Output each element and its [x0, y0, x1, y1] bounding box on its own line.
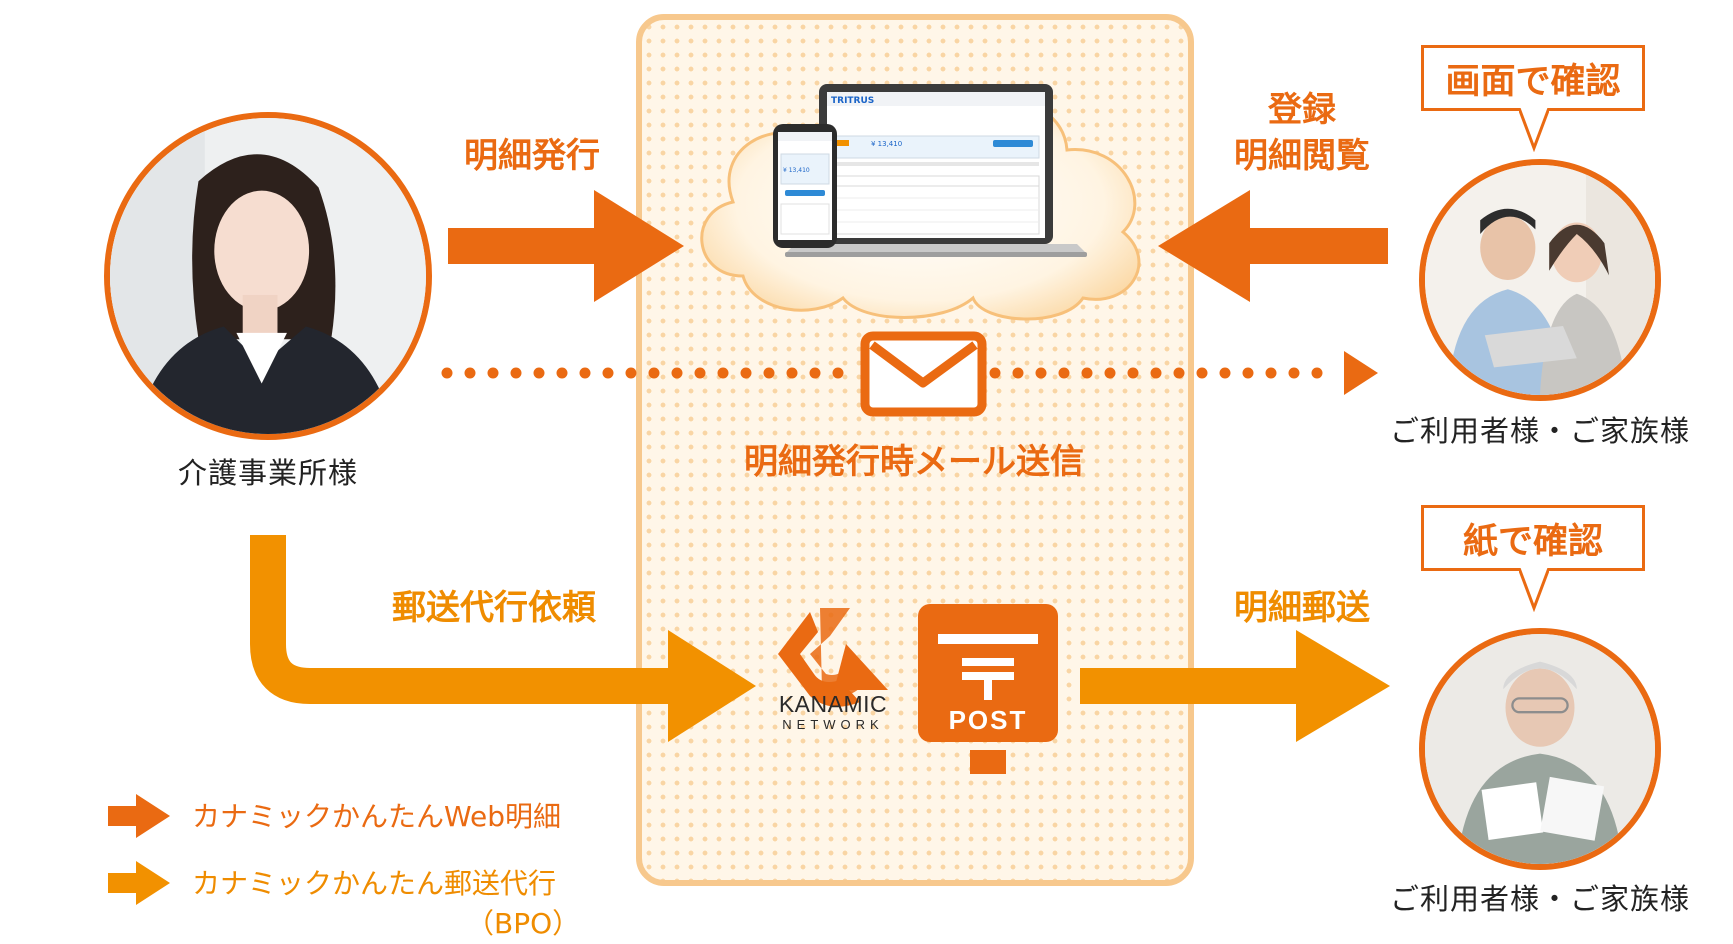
postbox-icon: POST [918, 604, 1058, 774]
mail-dotted-arrow-icon [441, 351, 1378, 395]
mail-label: 明細発行時メール送信 [744, 442, 1084, 482]
view-label: 明細閲覧 [1234, 136, 1370, 176]
app-logo: TRITRUS [831, 96, 874, 106]
user-top-label: ご利用者様・ご家族様 [1389, 414, 1690, 448]
kanamic-logo-icon: KANAMIC NETWORK [778, 608, 888, 732]
app-amount: ¥ 13,410 [871, 140, 902, 148]
kanamic-text: KANAMIC [779, 691, 887, 717]
user-bottom-label: ご利用者様・ご家族様 [1389, 882, 1690, 916]
legend-web-label: カナミックかんたんWeb明細 [192, 800, 562, 833]
phone-amount: ¥ 13,410 [783, 167, 810, 174]
confirm-screen-text: 画面で確認 [1445, 61, 1621, 102]
callout-pointer-icon [1519, 108, 1549, 152]
provider-label: 介護事業所様 [178, 456, 359, 490]
register-arrow-icon [1158, 190, 1388, 302]
legend-web-arrow-icon [108, 794, 170, 838]
issue-label: 明細発行 [464, 136, 600, 176]
issue-arrow-icon [448, 190, 684, 302]
legend-bpo-label: カナミックかんたん郵送代行 [192, 867, 557, 900]
mail-request-arrow-icon [250, 535, 756, 742]
callout-pointer-icon [1519, 568, 1549, 612]
legend-bpo-arrow-icon [108, 861, 170, 905]
provider-photo [104, 112, 432, 440]
kanamic-network-text: NETWORK [782, 717, 883, 732]
register-label: 登録 [1268, 90, 1336, 130]
envelope-icon [860, 331, 987, 417]
smartphone-icon: ¥ 13,410 [773, 124, 837, 248]
user-family-photo [1419, 159, 1661, 401]
confirm-paper-text: 紙で確認 [1462, 521, 1603, 562]
cloud-icon: TRITRUS ¥ 13,410 ¥ 13,410 [700, 84, 1141, 321]
legend-bpo-sub-label: （BPO） [466, 907, 581, 940]
statement-mail-label: 明細郵送 [1234, 588, 1370, 628]
user-paper-photo [1419, 628, 1661, 870]
mail-request-label: 郵送代行依頼 [392, 588, 596, 628]
statement-mail-arrow-icon [1080, 630, 1390, 742]
laptop-icon: TRITRUS ¥ 13,410 [785, 84, 1087, 257]
post-text: POST [949, 705, 1028, 735]
confirm-screen-callout: 画面で確認 [1421, 45, 1645, 111]
confirm-paper-callout: 紙で確認 [1421, 505, 1645, 571]
